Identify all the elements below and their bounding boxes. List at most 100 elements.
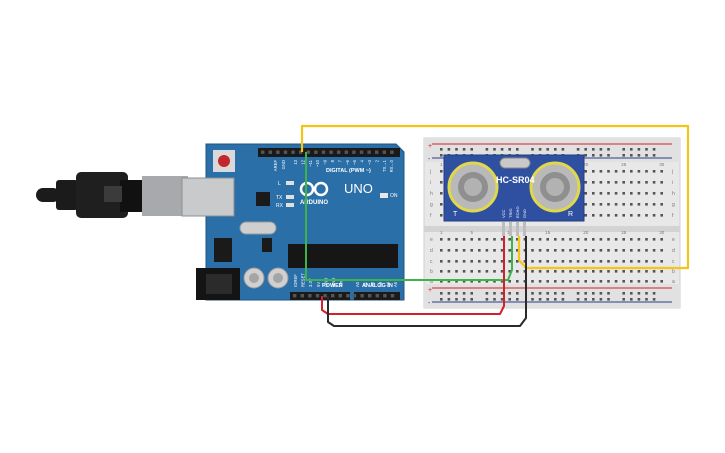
sensor-pin-label: VCC [501,209,506,218]
rail-hole [500,298,504,301]
bb-hole [523,249,527,252]
pin-label: 13 [293,159,298,164]
bb-hole [599,270,603,273]
rail-hole [531,148,534,151]
header-hole [283,150,288,154]
bb-hole [462,280,466,283]
bb-hole [478,260,481,263]
bb-hole [493,280,496,283]
bb-hole [645,260,648,263]
power-header [290,292,350,300]
bb-hole [599,214,603,217]
rail-hole [516,298,519,301]
bb-hole [462,270,466,273]
rail-hole [584,148,587,151]
bb-hole [440,238,443,241]
red-wire-vcc[interactable] [321,236,505,315]
rail-hole [538,148,542,151]
bb-hole [478,270,481,273]
rail-hole [652,154,656,157]
bb-hole [440,260,443,263]
bb-hole [546,260,549,263]
bb-hole [630,214,633,217]
row-letter: b [430,269,433,275]
yellow-wire-trig[interactable] [300,124,690,270]
pin-label: GND [323,278,328,287]
bb-hole [584,280,587,283]
rail-hole [447,148,451,151]
column-number: 30 [659,230,665,235]
bb-hole [630,260,633,263]
header-hole [293,294,297,298]
bb-hole [630,270,633,273]
header-hole [375,150,379,154]
rail-hole [599,148,603,151]
bb-hole [531,238,534,241]
bb-hole [478,238,481,241]
bb-hole [538,249,542,252]
header-hole [337,150,341,154]
bb-hole [485,260,489,263]
sensor-model-label: HC-SR04 [496,175,535,185]
bb-hole [538,260,542,263]
bb-hole [508,260,511,263]
header-hole [300,294,304,298]
pin-label: A3 [378,281,383,287]
rail-hole [508,298,511,301]
header-hole [359,150,364,154]
bb-hole [614,260,618,263]
pin-label: 12 [300,159,305,164]
rail-plus-bottom: + [428,287,432,294]
sensor-r-label: R [568,211,573,218]
bb-hole [516,249,519,252]
bb-hole [592,270,595,273]
pin-label: ~10 [315,159,320,167]
header-hole [276,150,280,154]
bb-hole [531,260,534,263]
pin-label: A0 [355,281,360,287]
row-letter: g [672,202,675,208]
rail-hole [645,148,648,151]
bb-hole [584,203,587,206]
bb-hole [508,270,511,273]
rail-hole [447,298,451,301]
bb-hole [622,192,625,195]
rail-hole [447,292,451,295]
bb-hole [652,203,656,206]
header-hole [268,150,272,154]
black-wire-gnd[interactable] [327,236,527,327]
pin-label: ~9 [323,159,328,164]
l-led-label: L [278,181,281,187]
bb-hole [607,238,610,241]
bb-hole [599,260,603,263]
pin-label: A1 [363,281,368,287]
bb-hole [607,214,610,217]
bb-hole [447,238,451,241]
bb-hole [622,238,625,241]
bb-hole [500,260,504,263]
row-letter: g [430,202,433,208]
header-hole [390,150,394,154]
column-number: 25 [621,230,627,235]
green-wire-echo[interactable] [305,152,513,281]
bb-hole [592,170,595,173]
rail-hole [493,148,496,151]
header-hole [338,294,342,298]
bb-hole [440,181,443,184]
arduino-uno-board[interactable]: ARDUINO UNO DIGITAL (PWM ~) POWER ANALOG… [181,143,405,301]
bb-hole [440,203,443,206]
bb-hole [645,203,648,206]
column-number: 15 [545,230,551,235]
rail-hole [622,298,625,301]
bb-hole [569,238,572,241]
bb-hole [516,238,519,241]
bb-hole [576,270,580,273]
rail-hole [462,292,466,295]
bb-hole [622,249,625,252]
bb-hole [614,280,618,283]
pin-label: 7 [337,159,342,162]
bb-hole [584,170,587,173]
